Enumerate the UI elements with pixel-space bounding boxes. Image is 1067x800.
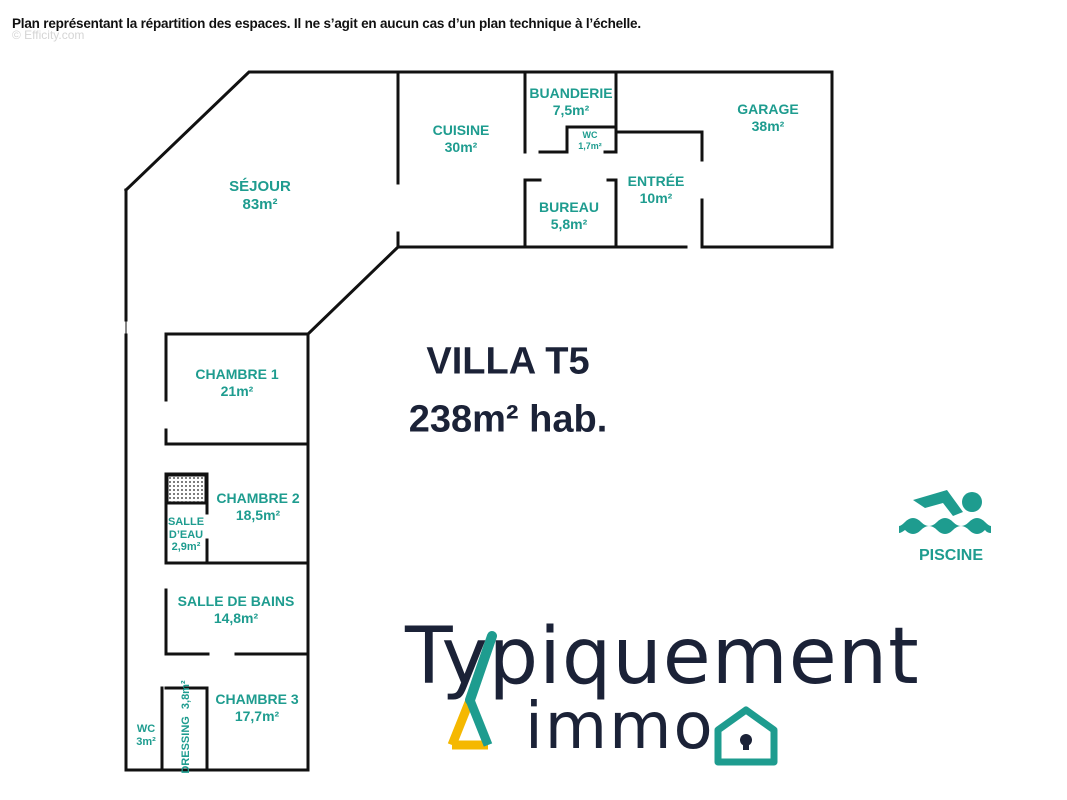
room-name: WC <box>136 722 156 735</box>
property-title: VILLA T5 <box>426 340 590 383</box>
room-name: BUANDERIE <box>529 85 613 102</box>
room-name-line1: SALLE <box>167 516 205 529</box>
brand-name-line2: immo <box>525 690 715 764</box>
room-area: 14,8m² <box>213 610 259 626</box>
room-area: 38m² <box>751 118 785 134</box>
room-name: SÉJOUR <box>229 178 291 195</box>
watermark: © Efficity.com <box>12 28 85 42</box>
pool-label: PISCINE <box>918 547 984 564</box>
room-area: 18,5m² <box>235 507 281 523</box>
room-sejour: SÉJOUR 83m² <box>229 178 291 214</box>
room-name: CUISINE <box>432 122 490 139</box>
room-area: 5,8m² <box>550 216 588 232</box>
room-wc-small: WC 1,7m² <box>578 130 602 152</box>
disclaimer-text: Plan représentant la répartition des esp… <box>12 16 641 31</box>
room-chambre-3: CHAMBRE 3 17,7m² <box>215 691 298 725</box>
room-name: BUREAU <box>539 199 599 216</box>
room-area: 17,7m² <box>234 708 280 724</box>
room-area: 10m² <box>639 190 673 206</box>
room-name: ENTRÉE <box>627 173 685 190</box>
room-chambre-1: CHAMBRE 1 21m² <box>195 366 278 400</box>
room-area: 83m² <box>242 196 278 213</box>
room-salle-eau: SALLE D’EAU 2,9m² <box>168 516 204 554</box>
room-area: 3,8m² <box>180 680 192 710</box>
room-salle-de-bains: SALLE DE BAINS 14,8m² <box>178 593 295 627</box>
room-cuisine: CUISINE 30m² <box>433 122 490 156</box>
room-name: GARAGE <box>737 101 799 118</box>
room-name: WC <box>582 130 598 141</box>
room-chambre-2: CHAMBRE 2 18,5m² <box>216 490 299 524</box>
room-buanderie: BUANDERIE 7,5m² <box>529 85 612 119</box>
room-entree: ENTRÉE 10m² <box>628 173 685 207</box>
room-area: 7,5m² <box>552 102 590 118</box>
room-area: 2,9m² <box>171 541 201 554</box>
room-bureau: BUREAU 5,8m² <box>539 199 599 233</box>
room-area: 1,7m² <box>578 141 602 151</box>
room-area: 3m² <box>136 736 156 748</box>
property-area: 238m² hab. <box>408 398 608 441</box>
logo-triangle <box>447 631 497 750</box>
room-area: 21m² <box>220 383 254 399</box>
walls <box>123 70 834 772</box>
house-icon <box>714 706 778 766</box>
swimmer-icon <box>899 490 991 534</box>
shower-area <box>165 473 208 505</box>
room-name: CHAMBRE 1 <box>195 366 279 383</box>
room-area: 30m² <box>444 139 478 155</box>
brand-name-line1: Typiquement <box>405 612 920 702</box>
room-name: DRESSING <box>180 716 192 774</box>
room-name: CHAMBRE 2 <box>216 490 300 507</box>
room-name-line2: D’EAU <box>168 528 204 541</box>
room-name: CHAMBRE 3 <box>215 691 299 708</box>
room-wc-bottom: WC 3m² <box>136 723 156 749</box>
room-dressing: DRESSING 3,8m² <box>180 678 192 775</box>
room-name: SALLE DE BAINS <box>177 593 295 610</box>
room-garage: GARAGE 38m² <box>737 101 798 135</box>
